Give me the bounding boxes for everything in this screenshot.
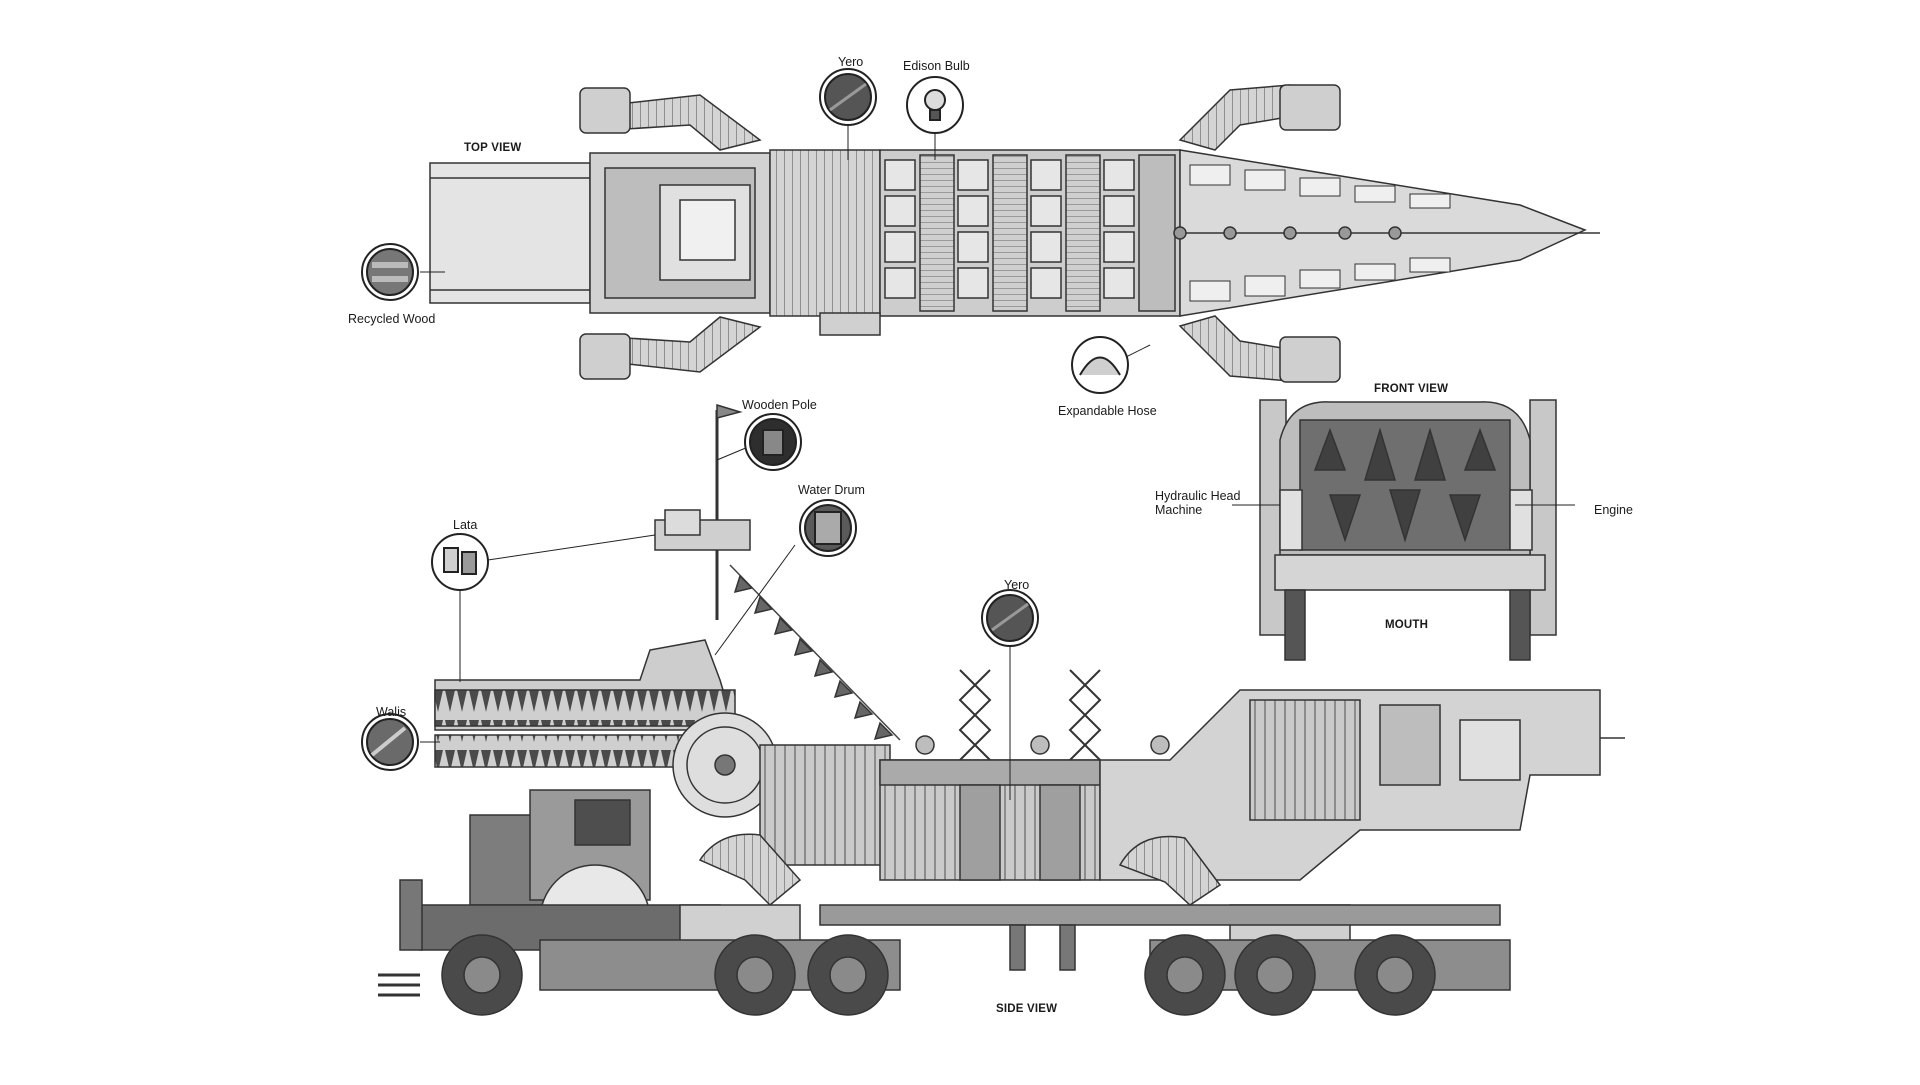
- front-view-drawing: [1259, 399, 1557, 661]
- wooden-pole-bubble-icon: [744, 413, 802, 471]
- yero-top-bubble-icon: [819, 68, 877, 126]
- expandable-hose-bubble-icon: [1071, 336, 1129, 394]
- side-view-title: SIDE VIEW: [996, 1003, 1058, 1015]
- mouth-label: MOUTH: [1385, 619, 1429, 631]
- wooden-pole-label: Wooden Pole: [742, 398, 817, 412]
- yero-side-bubble-icon: [981, 589, 1039, 647]
- yero-top-label: Yero: [838, 55, 864, 69]
- top-ribbed-section: [769, 149, 881, 317]
- lata-bubble-icon: [431, 533, 489, 591]
- front-right-post: [1529, 399, 1557, 636]
- callout-bubbles: [361, 68, 1129, 771]
- front-view-title: FRONT VIEW: [1374, 383, 1449, 395]
- hydraulic-head-machine-label: Hydraulic Head Machine: [1155, 489, 1241, 517]
- recycled-wood-bubble-icon: [361, 243, 419, 301]
- walis-bubble-icon: [361, 713, 419, 771]
- top-rear-box: [429, 162, 591, 304]
- side-chassis: [819, 904, 1501, 926]
- top-view-drawing: [429, 84, 1600, 383]
- water-drum-label: Water Drum: [798, 483, 865, 497]
- recycled-wood-label: Recycled Wood: [348, 312, 436, 326]
- side-lower-jaw: [434, 734, 716, 768]
- expandable-hose-label: Expandable Hose: [1058, 404, 1157, 418]
- engine-label: Engine: [1594, 503, 1633, 517]
- walis-label: Walis: [376, 705, 407, 719]
- edison-bulb-label: Edison Bulb: [903, 59, 970, 73]
- yero-side-label: Yero: [1004, 578, 1030, 592]
- edison-bulb-bubble-icon: [906, 76, 964, 134]
- side-wheels: [441, 934, 1436, 1016]
- top-view-title: TOP VIEW: [464, 142, 522, 154]
- lata-label: Lata: [453, 518, 478, 532]
- water-drum-bubble-icon: [799, 499, 857, 557]
